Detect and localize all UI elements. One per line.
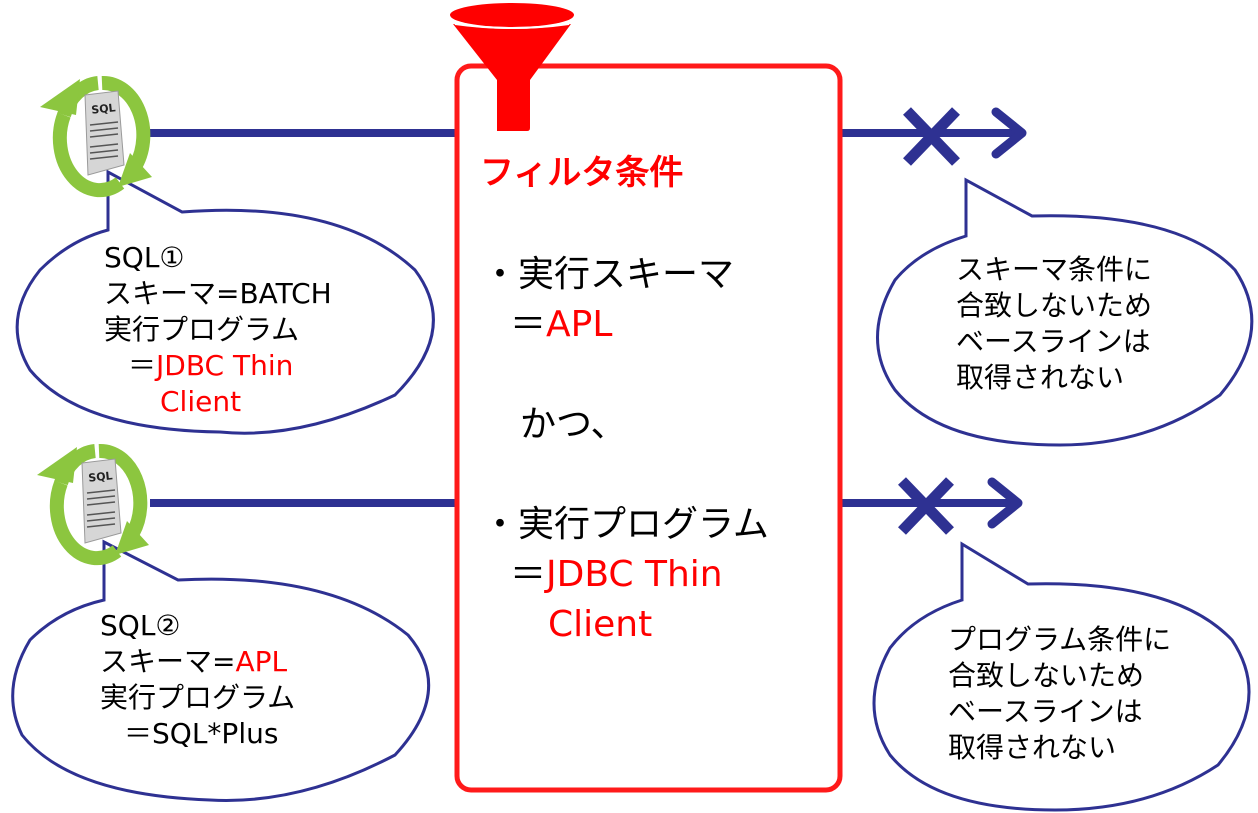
condition-program-eq: ＝ <box>510 554 547 595</box>
speech-bubble-sql1 <box>15 169 435 435</box>
sql1-title: SQL① <box>104 241 185 274</box>
speech-bubble-sql2 <box>11 539 431 802</box>
result2-line: プログラム条件に <box>948 623 1172 656</box>
filter-box-title: フィルタ条件 <box>480 153 684 193</box>
speech-bubble-result2 <box>872 541 1251 812</box>
condition-conjunction: かつ、 <box>520 404 627 445</box>
condition-program-value-line1: JDBC Thin <box>546 554 723 595</box>
result2-line: 取得されない <box>948 731 1117 764</box>
sql1-program-label: 実行プログラム <box>104 313 300 346</box>
result2-line: 合致しないため <box>948 659 1145 692</box>
result1-line: 合致しないため <box>956 289 1153 322</box>
speech-bubble-result1 <box>876 177 1254 447</box>
funnel-icon <box>450 3 574 131</box>
sql2-title: SQL② <box>100 609 181 642</box>
sql1-schema-row: スキーマ=BATCH <box>104 276 332 312</box>
result1-line: スキーマ条件に <box>956 253 1153 286</box>
sql2-program-label: 実行プログラム <box>100 681 296 714</box>
sql1-program-eq: ＝ <box>128 349 157 382</box>
result2-line: ベースラインは <box>948 695 1143 728</box>
arrow-right-icon <box>991 107 1027 159</box>
condition-schema-value-row: ＝APL <box>510 300 612 350</box>
sql1-schema-value: BATCH <box>239 277 332 310</box>
arrow-right-icon <box>987 477 1023 529</box>
result1-line: 取得されない <box>956 361 1125 394</box>
condition-program-value-line2: Client <box>548 604 653 645</box>
condition-schema-eq: ＝ <box>510 304 547 345</box>
filter-box <box>454 63 843 793</box>
condition-program-value-row: ＝JDBC Thin <box>510 550 723 600</box>
sql-document-cycle-icon: SQL <box>37 443 149 566</box>
result1-line: ベースラインは <box>956 325 1151 358</box>
sql-document-cycle-icon: SQL <box>40 75 152 198</box>
x-mark-icon <box>898 477 954 535</box>
condition-schema-label: ・実行スキーマ <box>482 254 735 295</box>
sql2-program-eq: ＝ <box>124 717 153 750</box>
sql2-schema-value: APL <box>235 645 288 678</box>
sql2-program-row: ＝SQL*Plus <box>124 716 278 752</box>
sql2-schema-label: スキーマ= <box>100 645 236 678</box>
sql1-program-value-line2: Client <box>160 385 242 418</box>
sql2-schema-row: スキーマ=APL <box>100 644 287 680</box>
sql-doc-label: SQL <box>91 101 117 116</box>
sql1-schema-label: スキーマ= <box>104 277 240 310</box>
sql2-program-value: SQL*Plus <box>152 717 279 750</box>
condition-schema-value: APL <box>546 304 613 345</box>
sql-doc-label: SQL <box>88 469 114 484</box>
condition-program-label: ・実行プログラム <box>482 504 769 545</box>
sql1-program-value-line1: JDBC Thin <box>156 349 294 382</box>
x-mark-icon <box>903 107 960 166</box>
sql1-program-row: ＝JDBC Thin <box>128 348 293 384</box>
